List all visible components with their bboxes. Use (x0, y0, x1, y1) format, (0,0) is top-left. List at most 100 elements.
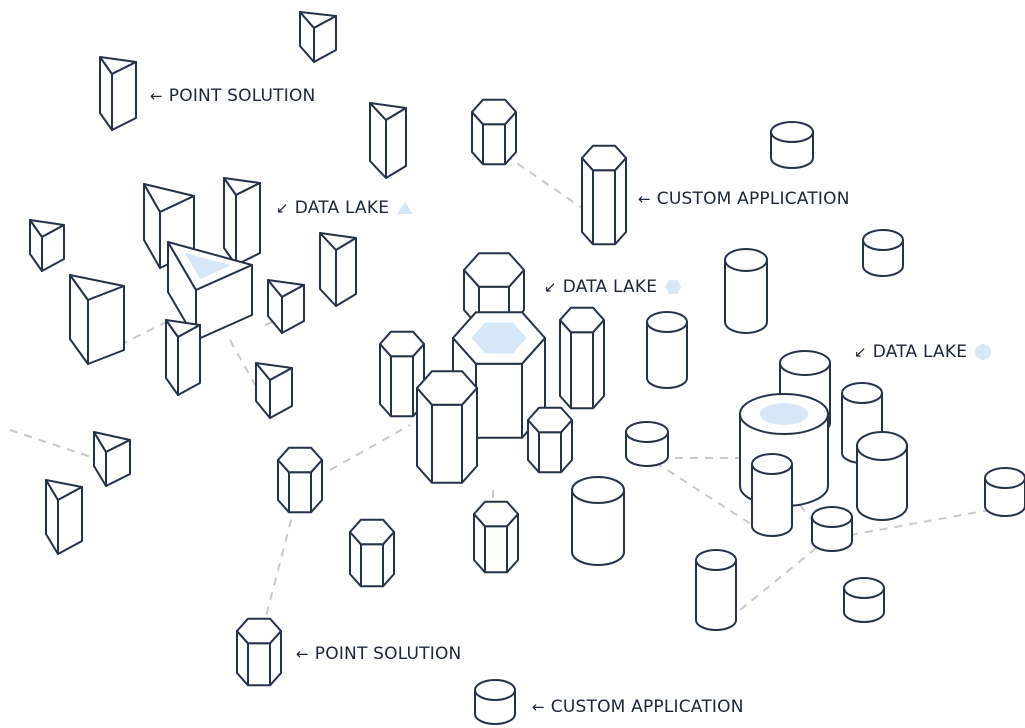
cylinder-top (841, 382, 883, 404)
cylinder-body (695, 559, 737, 631)
label-custom-application-bottom: ← CUSTOM APPLICATION (532, 697, 744, 717)
hexagon-top (349, 518, 395, 546)
cylinder-body (856, 445, 908, 521)
cylinder-top (625, 421, 669, 443)
hexagon-top (236, 617, 282, 645)
shapes (29, 11, 1025, 725)
cylinder-top (811, 506, 853, 528)
label-text: DATA LAKE (562, 277, 658, 297)
hexagon-prism-shape (471, 98, 517, 166)
hexagon-prism-shape (349, 518, 395, 588)
label-text: POINT SOLUTION (314, 644, 462, 664)
dashed-link (119, 319, 171, 346)
cylinder-shape (571, 476, 625, 566)
dashed-link (9, 429, 101, 461)
down-left-arrow-icon: ↙ (544, 278, 557, 296)
triangle-prism-shape (223, 177, 261, 266)
cylinder-top (862, 229, 904, 251)
hexagon-prism-shape (277, 446, 323, 514)
cylinder-shape (695, 549, 737, 631)
triangle-side-face (87, 285, 125, 365)
triangle-prism-shape (165, 319, 201, 396)
cylinder-shape (811, 506, 853, 552)
label-text: DATA LAKE (294, 198, 390, 218)
left-arrow-icon: ← (296, 645, 309, 663)
cylinder-top (474, 679, 516, 701)
left-arrow-icon: ← (532, 698, 545, 716)
dashed-link (329, 424, 411, 471)
cylinder-shape (724, 248, 768, 334)
label-custom-application-top: ← CUSTOM APPLICATION (638, 189, 850, 209)
hexagon-top (527, 406, 573, 434)
dashed-link (229, 339, 259, 391)
triangle-side-face (281, 284, 305, 334)
hexagon-prism-shape (527, 406, 573, 474)
triangle-prism-shape (319, 232, 357, 307)
triangle-side-face (195, 264, 253, 341)
label-text: POINT SOLUTION (168, 86, 316, 106)
cylinder-top (779, 350, 831, 376)
hexagon-top (559, 306, 605, 334)
cylinder-top (770, 121, 814, 143)
dashed-link (654, 461, 761, 531)
triangle-prism-shape (69, 274, 125, 365)
hexagon-top (471, 98, 517, 126)
hexagon-prism-shape (379, 330, 425, 418)
triangle-side-face (313, 15, 337, 63)
label-text: DATA LAKE (872, 342, 968, 362)
triangle-side-face (177, 324, 201, 396)
triangle-side-face (335, 237, 357, 307)
triangle-side-face (385, 107, 407, 179)
down-left-arrow-icon: ↙ (276, 199, 289, 217)
left-arrow-icon: ← (638, 190, 651, 208)
cylinder-shape (862, 229, 904, 277)
cylinder-body (571, 489, 625, 566)
cylinder-top (695, 549, 737, 571)
dashed-link (739, 544, 821, 611)
cylinder-shape (856, 431, 908, 521)
triangle-side-face (41, 224, 65, 272)
cylinder-shape (474, 679, 516, 725)
dashed-link (264, 504, 296, 621)
cylinder-top (843, 577, 885, 599)
triangle-prism-shape (299, 11, 337, 63)
cylinder-shape (625, 421, 669, 467)
cylinder-top (646, 311, 688, 333)
triangle-side-face (105, 439, 131, 487)
dashed-link (799, 504, 821, 531)
circle-icon (975, 344, 992, 360)
triangle-prism-shape (267, 279, 305, 334)
cylinder-top (856, 431, 908, 461)
hexagon-top (473, 500, 519, 528)
cylinder-top (751, 453, 793, 475)
hexagon-icon (665, 280, 682, 294)
hexagon-top (277, 446, 323, 474)
triangle-prism-shape (29, 219, 65, 272)
triangle-side-face (57, 486, 83, 555)
cylinder-top (984, 467, 1025, 489)
cylinder-shape (751, 453, 793, 537)
label-text: CUSTOM APPLICATION (550, 697, 744, 717)
left-arrow-icon: ← (150, 87, 163, 105)
triangle-prism-shape (167, 241, 253, 341)
dashed-link (504, 154, 586, 211)
label-data-lake-triangle: ↙ DATA LAKE (276, 198, 414, 218)
cylinder-shape (843, 577, 885, 623)
cylinder-shape (646, 311, 688, 389)
hexagon-top (581, 144, 627, 172)
cylinder-body (646, 321, 688, 389)
cylinder-shape (984, 467, 1025, 517)
triangle-side-face (111, 61, 137, 131)
cylinder-accent (759, 403, 809, 425)
cylinder-shape (770, 121, 814, 169)
label-point-solution-bottom: ← POINT SOLUTION (296, 644, 461, 664)
down-left-arrow-icon: ↙ (854, 343, 867, 361)
triangle-prism-shape (99, 56, 137, 131)
triangle-side-face (235, 182, 261, 266)
label-data-lake-circle: ↙ DATA LAKE (854, 342, 992, 362)
cylinder-top (571, 476, 625, 504)
triangle-prism-shape (255, 362, 293, 419)
triangle-accent (184, 252, 231, 280)
triangle-prism-shape (45, 479, 83, 555)
